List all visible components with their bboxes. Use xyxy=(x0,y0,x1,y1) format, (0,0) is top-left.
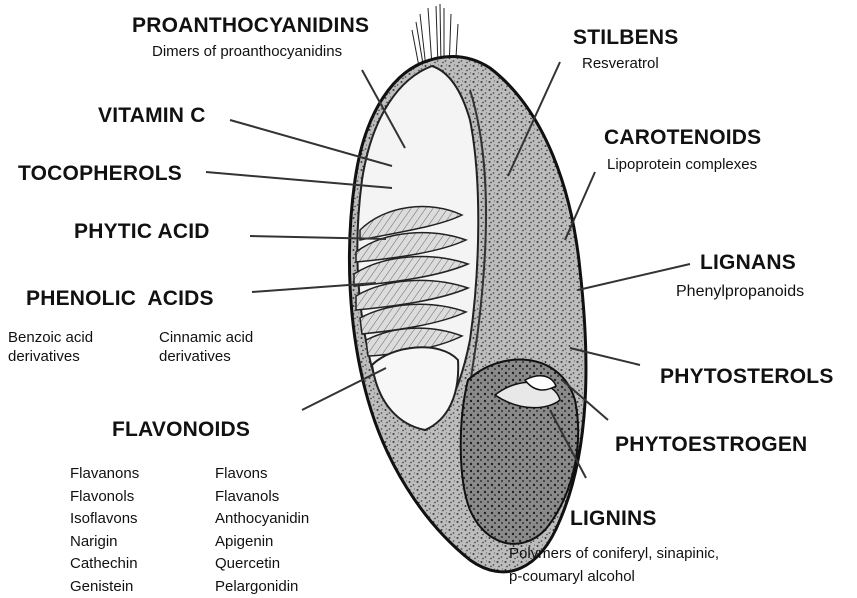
flavonoids-list-1: Flavanons Flavonols Isoflavons Narigin C… xyxy=(70,463,139,598)
flavonoid-item: Flavonols xyxy=(70,486,139,509)
carotenoids-subtitle: Lipoprotein complexes xyxy=(607,157,757,172)
flavonoid-item: Cathechin xyxy=(70,553,139,576)
lignans-title: LIGNANS xyxy=(700,252,796,273)
flavonoid-item: Genistein xyxy=(70,576,139,598)
benzoic-line-1: Benzoic acid xyxy=(8,328,93,347)
proanthocyanidins-subtitle: Dimers of proanthocyanidins xyxy=(152,44,342,59)
benzoic-line-2: derivatives xyxy=(8,347,93,366)
flavonoid-item: Flavanons xyxy=(70,463,139,486)
phenolic-acids-title: PHENOLIC ACIDS xyxy=(26,288,214,309)
phytosterols-title: PHYTOSTEROLS xyxy=(660,366,834,387)
flavonoid-item: Apigenin xyxy=(215,531,309,554)
flavonoid-item: Anthocyanidin xyxy=(215,508,309,531)
cinnamic-line-2: derivatives xyxy=(159,347,253,366)
vitamin-c-title: VITAMIN C xyxy=(98,105,206,126)
lignins-subtitle: Polymers of coniferyl, sinapinic, p-coum… xyxy=(509,542,719,588)
proanthocyanidins-title: PROANTHOCYANIDINS xyxy=(132,15,369,36)
lignins-line-2: p-coumaryl alcohol xyxy=(509,565,719,588)
phytic-acid-title: PHYTIC ACID xyxy=(74,221,210,242)
flavonoid-item: Pelargonidin xyxy=(215,576,309,598)
cinnamic-line-1: Cinnamic acid xyxy=(159,328,253,347)
flavonoids-list-2: Flavons Flavanols Anthocyanidin Apigenin… xyxy=(215,463,309,598)
flavonoid-item: Narigin xyxy=(70,531,139,554)
flavonoid-item: Quercetin xyxy=(215,553,309,576)
flavonoid-item: Isoflavons xyxy=(70,508,139,531)
tocopherols-title: TOCOPHEROLS xyxy=(18,163,182,184)
flavonoids-title: FLAVONOIDS xyxy=(112,419,250,440)
lignins-line-1: Polymers of coniferyl, sinapinic, xyxy=(509,542,719,565)
lignins-title: LIGNINS xyxy=(570,508,657,529)
flavonoid-item: Flavons xyxy=(215,463,309,486)
lignans-subtitle: Phenylpropanoids xyxy=(676,284,804,300)
carotenoids-title: CAROTENOIDS xyxy=(604,127,761,148)
flavonoid-item: Flavanols xyxy=(215,486,309,509)
benzoic-acid-label: Benzoic acid derivatives xyxy=(8,328,93,366)
phytoestrogen-title: PHYTOESTROGEN xyxy=(615,434,807,455)
stilbens-subtitle: Resveratrol xyxy=(582,56,659,71)
cinnamic-acid-label: Cinnamic acid derivatives xyxy=(159,328,253,366)
stilbens-title: STILBENS xyxy=(573,27,678,48)
